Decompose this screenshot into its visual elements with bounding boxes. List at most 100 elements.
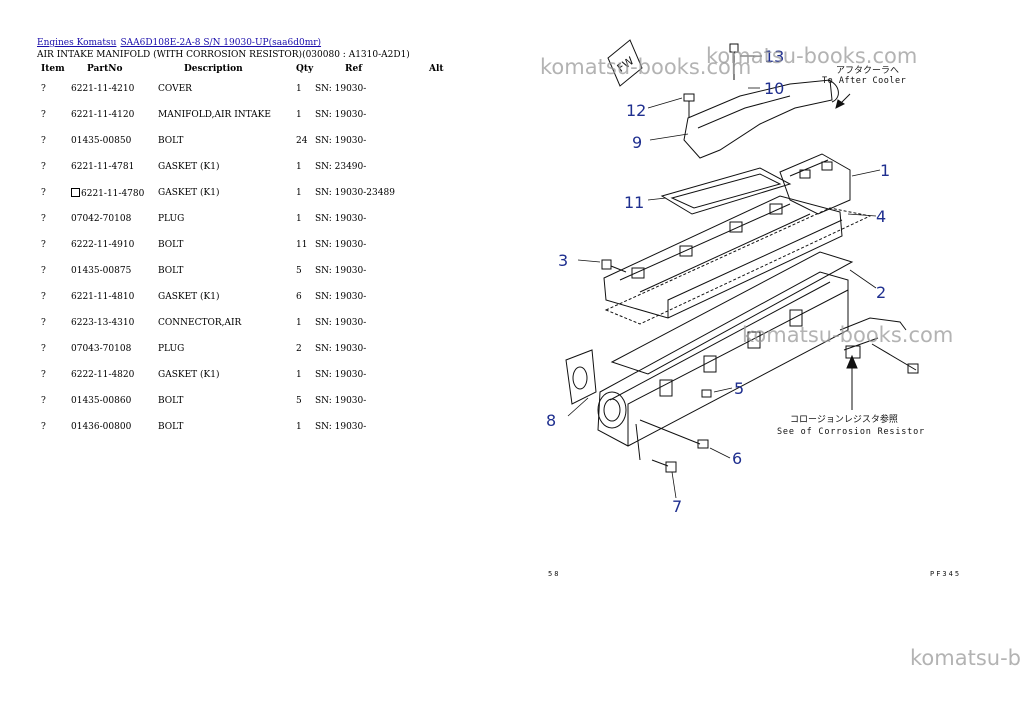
cell-item: ?: [41, 162, 46, 172]
checkbox-icon[interactable]: [71, 187, 80, 197]
gasket-8: [565, 349, 597, 405]
cell-ref: SN: 19030-23489: [315, 188, 395, 198]
bolt-7: [635, 423, 677, 473]
plug-5: [701, 389, 712, 398]
cell-partno: 6222-11-4820: [71, 370, 135, 380]
cell-ref: SN: 19030-: [315, 266, 367, 276]
parts-diagram: FW: [546, 39, 961, 578]
cell-description: COVER: [158, 84, 192, 94]
bolt-3: [601, 259, 627, 273]
callout-1: 1: [880, 161, 890, 180]
cell-partno: 01435-00860: [71, 396, 132, 406]
cell-partno: 07042-70108: [71, 214, 132, 224]
label-resistor-jp: コロージョンレジスタ参照: [790, 413, 898, 425]
cell-ref: SN: 19030-: [315, 214, 367, 224]
breadcrumb-link-model[interactable]: SAA6D108E-2A-8 S/N 19030-UP(saa6d0mr): [120, 38, 322, 48]
cell-ref: SN: 19030-: [315, 344, 367, 354]
callout-10: 10: [764, 79, 784, 98]
manifold-lower: [597, 271, 849, 447]
cell-item: ?: [41, 396, 46, 406]
cell-partno: 6221-11-4210: [71, 84, 135, 94]
bolt-6: [639, 419, 709, 449]
cell-description: BOLT: [158, 396, 184, 406]
watermark-partial: komatsu-b: [910, 646, 1021, 670]
cell-alt: [427, 310, 469, 336]
corrosion-resistor-piping: [839, 317, 919, 374]
breadcrumb-link-engines[interactable]: Engines Komatsu: [37, 38, 117, 48]
label-to-cooler-jp: アフタクーラへ: [836, 65, 899, 76]
cell-partno: 01435-00875: [71, 266, 132, 276]
cell-description: CONNECTOR,AIR: [158, 318, 242, 328]
cell-ref: SN: 19030-: [315, 292, 367, 302]
callout-11: 11: [624, 193, 644, 212]
cell-qty: 6: [296, 292, 302, 302]
parts-table: Item PartNo Description Qty Ref Alt ?622…: [37, 62, 469, 440]
cell-item: ?: [41, 344, 46, 354]
page-code: PF345: [930, 570, 961, 578]
cell-item: ?: [41, 318, 46, 328]
watermark: komatsu-books.com: [742, 323, 954, 347]
callout-4: 4: [876, 207, 886, 226]
cell-qty: 1: [296, 318, 302, 328]
cell-qty: 1: [296, 214, 302, 224]
cell-alt: [427, 76, 469, 102]
cell-partno: 6221-11-4810: [71, 292, 135, 302]
bolt-13: [729, 43, 739, 80]
cell-qty: 1: [296, 162, 302, 172]
cell-description: GASKET (K1): [158, 188, 220, 198]
cell-ref: SN: 19030-: [315, 422, 367, 432]
cell-qty: 5: [296, 266, 302, 276]
cell-description: GASKET (K1): [158, 370, 220, 380]
page-title: AIR INTAKE MANIFOLD (WITH CORROSION RESI…: [37, 50, 410, 60]
col-header-item: Item: [41, 64, 65, 74]
cell-alt: [427, 180, 469, 206]
cell-ref: SN: 19030-: [315, 318, 367, 328]
callout-6: 6: [732, 449, 742, 468]
cell-alt: [427, 362, 469, 388]
cell-alt: [427, 102, 469, 128]
callout-12: 12: [626, 101, 646, 120]
cell-ref: SN: 23490-: [315, 162, 367, 172]
cell-ref: SN: 19030-: [315, 110, 367, 120]
cell-description: BOLT: [158, 136, 184, 146]
cell-description: MANIFOLD,AIR INTAKE: [158, 110, 271, 120]
watermark: komatsu-books.com: [706, 44, 918, 68]
callout-leaders: [567, 55, 881, 499]
cell-partno: 01436-00800: [71, 422, 132, 432]
cell-qty: 11: [296, 240, 308, 250]
cell-partno: 6223-13-4310: [71, 318, 135, 328]
callout-5: 5: [734, 379, 744, 398]
cell-description: BOLT: [158, 266, 184, 276]
cell-partno: 01435-00850: [71, 136, 132, 146]
cell-alt: [427, 336, 469, 362]
cell-ref: SN: 19030-: [315, 136, 367, 146]
cell-alt: [427, 414, 469, 440]
callout-3: 3: [558, 251, 568, 270]
cell-item: ?: [41, 292, 46, 302]
cell-qty: 24: [296, 136, 308, 146]
cell-alt: [427, 388, 469, 414]
cell-description: BOLT: [158, 422, 184, 432]
cell-qty: 1: [296, 84, 302, 94]
cell-item: ?: [41, 240, 46, 250]
cell-ref: SN: 19030-: [315, 84, 367, 94]
gasket-4: [604, 207, 872, 325]
cell-item: ?: [41, 370, 46, 380]
table-row: ? 6221-11-4810 GASKET (K1) 6 SN: 19030-: [37, 284, 469, 310]
watermark: komatsu-books.com: [540, 55, 752, 79]
cell-partno: 6222-11-4910: [71, 240, 135, 250]
label-resistor-en: See of Corrosion Resistor: [777, 427, 925, 437]
manifold-upper: [603, 195, 843, 319]
cell-item: ?: [41, 84, 46, 94]
callout-13: 13: [764, 47, 784, 66]
cell-description: GASKET (K1): [158, 292, 220, 302]
table-row: ? 6221-11-4210 COVER 1 SN: 19030-: [37, 76, 469, 102]
table-row: ? 6223-13-4310 CONNECTOR,AIR 1 SN: 19030-: [37, 310, 469, 336]
